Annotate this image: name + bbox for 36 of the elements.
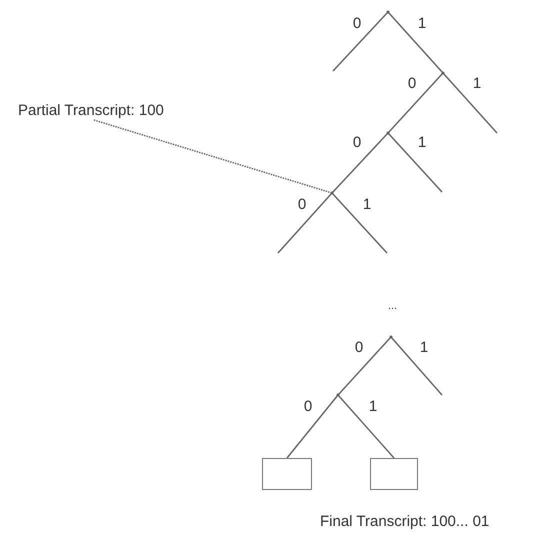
tree-branch [387, 12, 444, 74]
tree-branch [387, 72, 444, 134]
edge-label: 1 [368, 399, 378, 415]
tree-branch [286, 394, 339, 458]
edge-label: 0 [352, 135, 362, 151]
edge-label: 0 [304, 399, 312, 415]
leader-line [94, 119, 332, 194]
tree-branch [387, 132, 443, 192]
junction-point [386, 132, 390, 134]
ellipsis-text: ... [388, 299, 398, 314]
tree-branch [277, 192, 333, 254]
edge-label: 0 [352, 16, 362, 32]
edge-label: 1 [418, 16, 426, 32]
tree-branch [337, 394, 395, 458]
junction-point [386, 10, 390, 14]
junction-point [336, 394, 340, 396]
edge-label: 0 [354, 340, 364, 356]
tree-branch [337, 336, 392, 396]
empty-box [370, 458, 418, 490]
edge-label: 0 [408, 76, 416, 92]
edge-label: 1 [418, 135, 426, 151]
edge-label: 1 [362, 197, 372, 213]
tree-branch [442, 72, 498, 134]
final-transcript-text: Final Transcript: 100... 01 [320, 513, 490, 531]
junction-point [390, 336, 392, 338]
transcript-text: Partial Transcript: 100 [18, 102, 164, 120]
tree-branch [331, 132, 389, 194]
junction-point [330, 192, 334, 194]
tree-branch [390, 336, 443, 396]
tree-branch [331, 192, 388, 254]
edge-label: 1 [420, 340, 428, 356]
tree-branch [332, 12, 389, 72]
empty-box [262, 458, 312, 490]
edge-label: 0 [298, 197, 306, 213]
edge-label: 1 [472, 76, 482, 92]
junction-point [442, 72, 444, 74]
